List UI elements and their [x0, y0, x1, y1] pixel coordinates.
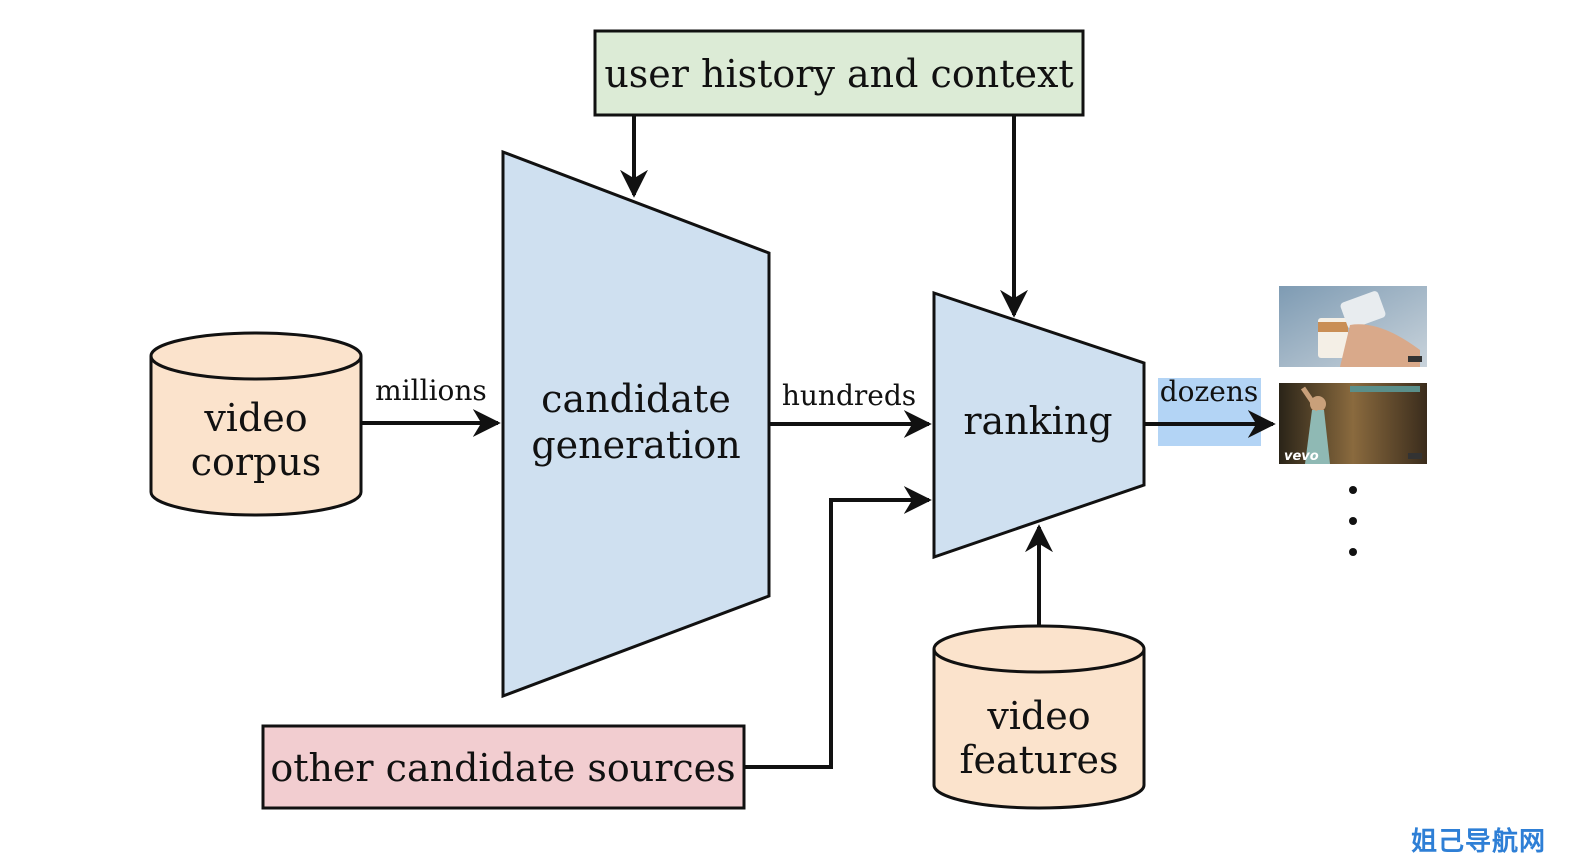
video-corpus-label-line2: corpus [191, 440, 322, 484]
vertical-ellipsis-icon [1349, 486, 1357, 556]
user-history-label: user history and context [604, 52, 1073, 96]
dozens-highlight [1158, 378, 1261, 446]
arrow-sources-to-ranking [744, 486, 932, 769]
video-features-label-line1: video [986, 694, 1090, 738]
other-candidate-sources-box: other candidate sources [261, 724, 746, 810]
other-sources-label: other candidate sources [270, 746, 735, 790]
video-corpus-cylinder: video corpus [149, 331, 363, 517]
video-features-label-line2: features [959, 738, 1118, 782]
output-thumbnail-1 [1279, 286, 1427, 367]
user-history-context-box: user history and context [593, 29, 1085, 117]
candidate-generation-label-line1: candidate [541, 377, 731, 421]
edge-label-dozens: dozens [1160, 375, 1259, 408]
edge-label-hundreds: hundreds [782, 379, 916, 412]
ranking-label: ranking [963, 399, 1112, 443]
output-thumbnail-2: vevo [1279, 383, 1427, 464]
candidate-generation-label-line2: generation [531, 423, 740, 467]
ranking-funnel: ranking [932, 290, 1146, 560]
video-corpus-label-line1: video [203, 396, 307, 440]
watermark-text: 姐己导航网 [1410, 827, 1546, 857]
arrows [361, 115, 1053, 769]
candidate-generation-funnel: candidate generation [501, 149, 771, 699]
edge-label-millions: millions [375, 374, 487, 407]
thumbnail-brand-text: vevo [1284, 449, 1319, 464]
video-features-cylinder: video features [932, 624, 1146, 810]
